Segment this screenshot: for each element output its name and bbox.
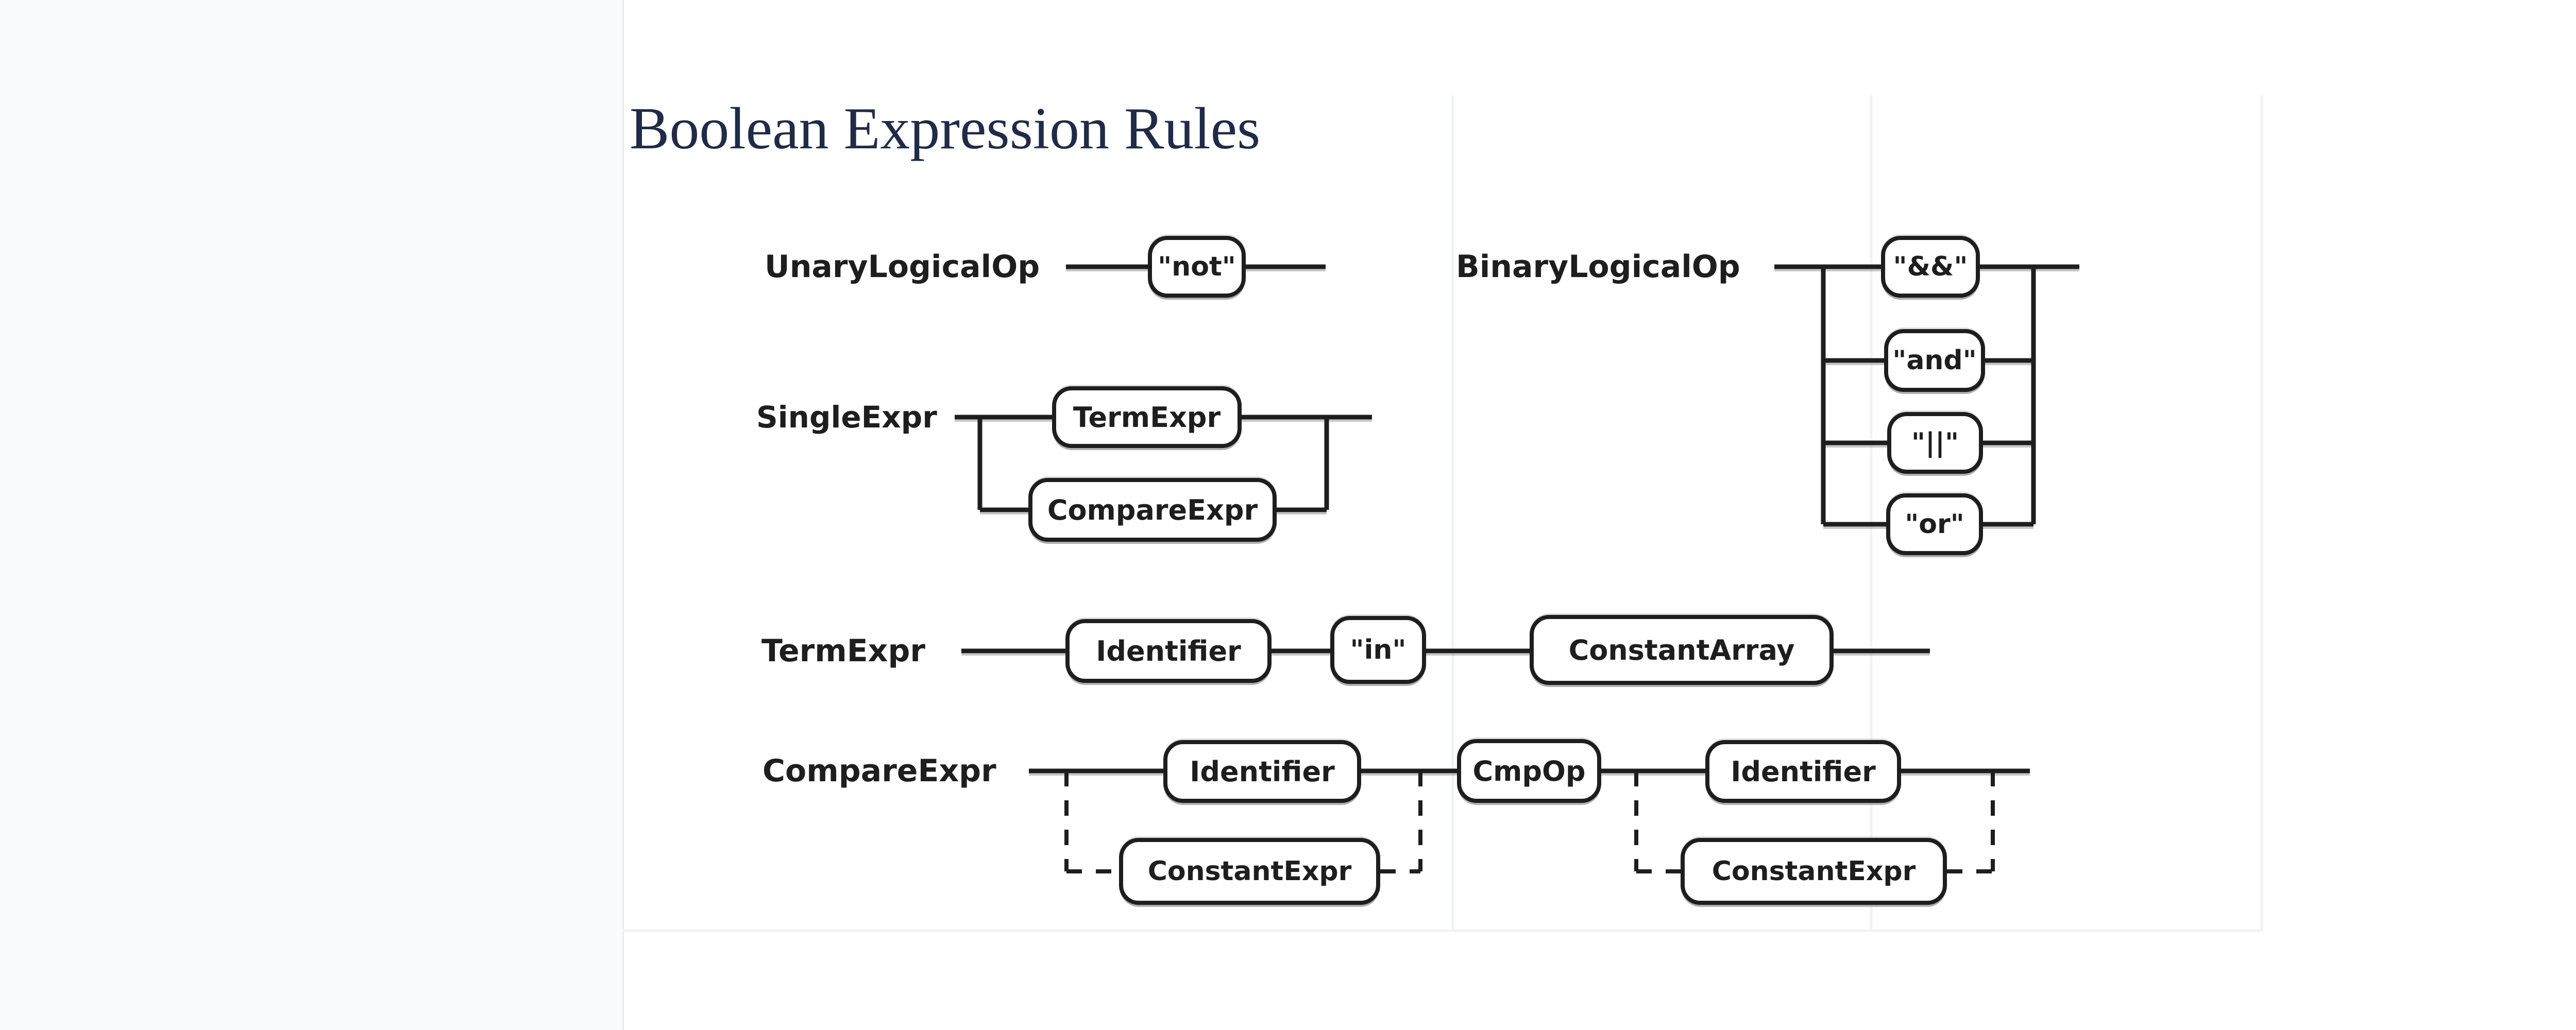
- rule-label-singleexpr: SingleExpr: [756, 400, 937, 435]
- compare-dashed-branches: [1064, 771, 1995, 873]
- rule-label-unarylogicalop: UnaryLogicalOp: [765, 249, 1040, 285]
- rule-label-termexpr: TermExpr: [761, 633, 925, 669]
- nonterminal-identifier-right: Identifier: [1705, 740, 1901, 803]
- nonterminal-compareexpr: CompareExpr: [1028, 478, 1277, 542]
- nonterminal-termexpr: TermExpr: [1052, 386, 1242, 448]
- terminal-and-word: "and": [1884, 329, 1985, 392]
- page-guide-lines: [622, 95, 2263, 932]
- rule-label-compareexpr: CompareExpr: [762, 753, 996, 789]
- terminal-or-symbol: "||": [1887, 412, 1983, 474]
- page-background: [622, 0, 2576, 1030]
- nonterminal-identifier: Identifier: [1065, 619, 1272, 683]
- nonterminal-identifier-left: Identifier: [1163, 740, 1361, 803]
- terminal-in: "in": [1330, 616, 1426, 684]
- nonterminal-constantexpr-right: ConstantExpr: [1681, 838, 1947, 905]
- terminal-and-symbol: "&&": [1881, 236, 1980, 298]
- rule-label-binarylogicalop: BinaryLogicalOp: [1456, 249, 1740, 285]
- terminal-or-word: "or": [1886, 493, 1983, 555]
- nonterminal-constantarray: ConstantArray: [1530, 615, 1834, 685]
- nonterminal-cmpop: CmpOp: [1457, 739, 1601, 803]
- terminal-not: "not": [1148, 236, 1246, 298]
- nonterminal-constantexpr-left: ConstantExpr: [1119, 838, 1380, 905]
- page-title: Boolean Expression Rules: [630, 96, 1261, 162]
